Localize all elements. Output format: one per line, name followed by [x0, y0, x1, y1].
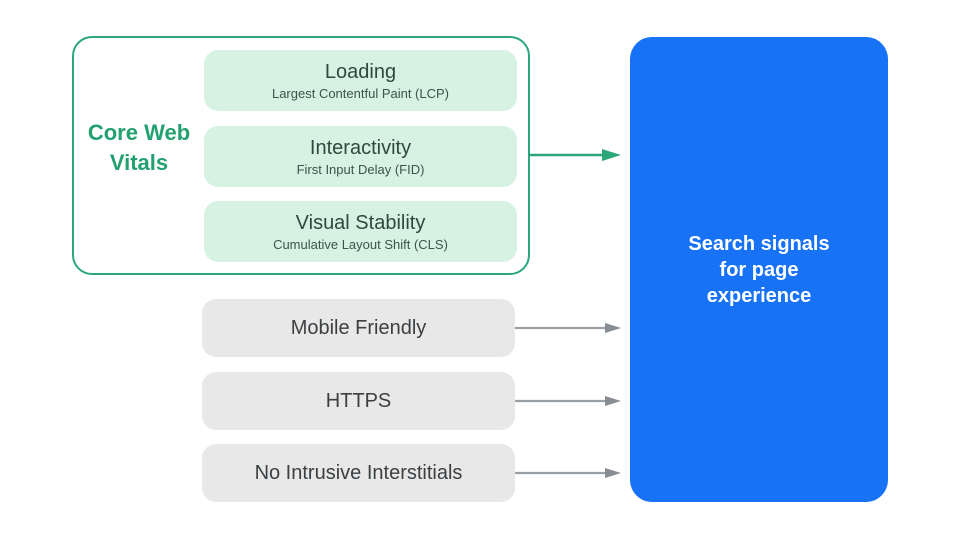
vital-box-visual-stability: Visual Stability Cumulative Layout Shift…	[204, 201, 517, 262]
core-web-vitals-group: Core Web Vitals Loading Largest Contentf…	[72, 36, 530, 275]
vital-subtitle-fid: First Input Delay (FID)	[296, 161, 425, 177]
vital-box-loading: Loading Largest Contentful Paint (LCP)	[204, 50, 517, 111]
result-label: Search signals for page experience	[688, 232, 830, 307]
signal-box-https: HTTPS	[202, 372, 515, 430]
result-box: Search signals for page experience	[630, 37, 888, 502]
vital-title-interactivity: Interactivity	[309, 136, 412, 159]
core-web-vitals-arrow-icon	[529, 149, 621, 161]
https-arrow-icon	[515, 396, 621, 406]
vital-title-visual-stability: Visual Stability	[295, 211, 426, 234]
vital-subtitle-lcp: Largest Contentful Paint (LCP)	[271, 85, 450, 101]
vital-title-loading: Loading	[324, 60, 397, 83]
mobile-friendly-arrow-icon	[515, 323, 621, 333]
signal-label-mobile-friendly: Mobile Friendly	[290, 316, 427, 339]
vital-box-interactivity: Interactivity First Input Delay (FID)	[204, 126, 517, 187]
no-intrusive-interstitials-arrow-icon	[515, 468, 621, 478]
signal-label-no-intrusive-interstitials: No Intrusive Interstitials	[254, 461, 463, 484]
vital-subtitle-cls: Cumulative Layout Shift (CLS)	[273, 236, 448, 252]
core-web-vitals-label: Core Web Vitals	[87, 120, 191, 175]
signal-label-https: HTTPS	[325, 389, 392, 412]
signal-box-no-intrusive-interstitials: No Intrusive Interstitials	[202, 444, 515, 502]
signal-box-mobile-friendly: Mobile Friendly	[202, 299, 515, 357]
